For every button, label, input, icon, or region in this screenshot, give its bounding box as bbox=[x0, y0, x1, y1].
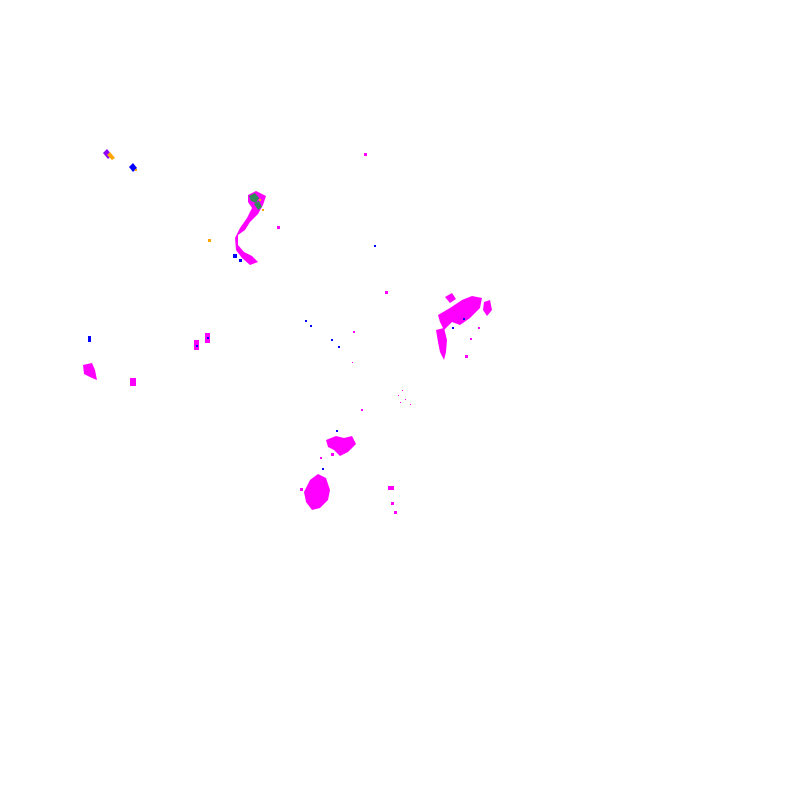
echo-dot bbox=[239, 259, 242, 262]
echo-cluster bbox=[436, 328, 447, 360]
echo-cluster bbox=[445, 293, 456, 303]
echo-dot bbox=[374, 245, 376, 247]
echo-dot bbox=[470, 338, 472, 340]
echo-dot bbox=[305, 320, 307, 322]
echo-dot bbox=[398, 395, 399, 396]
echo-dot bbox=[405, 399, 406, 400]
echo-cell bbox=[130, 378, 136, 386]
echo-dot bbox=[320, 457, 322, 459]
echo-dot bbox=[300, 488, 303, 491]
echo-cluster bbox=[326, 436, 356, 456]
echo-dot bbox=[478, 327, 480, 329]
echo-dot bbox=[277, 226, 280, 229]
echo-dot bbox=[208, 239, 211, 242]
echo-dot bbox=[259, 199, 261, 201]
echo-cluster bbox=[83, 363, 97, 380]
echo-dot bbox=[353, 331, 355, 333]
echo-dot bbox=[400, 402, 401, 403]
echo-streak bbox=[107, 152, 115, 160]
echo-dot bbox=[322, 468, 324, 470]
echo-cluster bbox=[304, 474, 330, 510]
echo-dot bbox=[394, 511, 397, 514]
precipitation-echoes bbox=[83, 149, 492, 514]
echo-dot bbox=[361, 409, 363, 411]
echo-dot bbox=[331, 339, 333, 341]
echo-dot bbox=[233, 254, 237, 258]
echo-dot bbox=[465, 355, 468, 358]
echo-dot bbox=[331, 453, 334, 456]
echo-dot bbox=[135, 169, 137, 171]
echo-dot bbox=[207, 337, 209, 339]
echo-dot bbox=[391, 502, 394, 505]
echo-dot bbox=[410, 404, 411, 405]
echo-dot bbox=[338, 346, 340, 348]
echo-dot bbox=[196, 345, 198, 347]
echo-dot bbox=[364, 153, 367, 156]
echo-dot bbox=[352, 362, 353, 363]
echo-dot bbox=[336, 430, 338, 432]
echo-cell bbox=[388, 486, 394, 490]
echo-dot bbox=[310, 325, 312, 327]
echo-dot bbox=[452, 327, 454, 329]
echo-dot bbox=[463, 318, 465, 320]
echo-cell bbox=[88, 336, 91, 342]
echo-core bbox=[254, 201, 262, 210]
echo-cluster bbox=[483, 300, 492, 316]
echo-dot bbox=[402, 390, 403, 391]
echo-cluster bbox=[438, 296, 482, 330]
echo-dot bbox=[385, 291, 388, 294]
echo-dot bbox=[262, 209, 264, 211]
echo-core bbox=[249, 193, 259, 203]
